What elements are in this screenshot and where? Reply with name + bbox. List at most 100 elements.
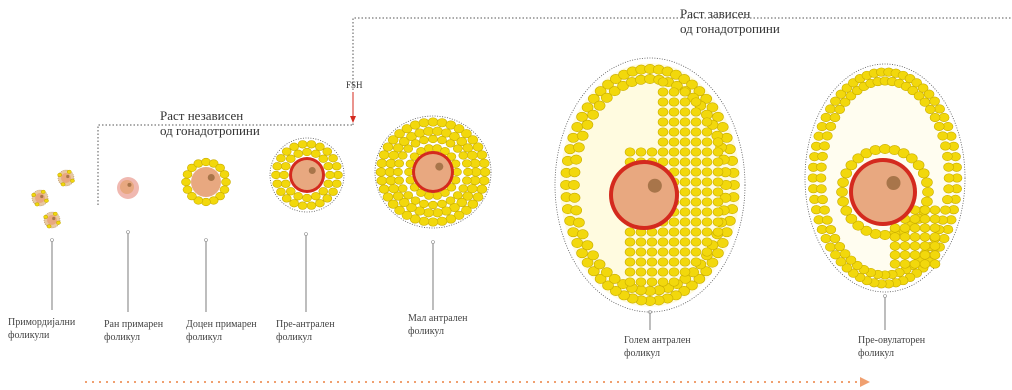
granulosa-cell	[479, 159, 489, 168]
granulosa-cell	[298, 202, 307, 210]
granulosa-cell	[647, 248, 657, 257]
granulosa-cell	[625, 268, 635, 277]
oocyte-nucleus	[208, 174, 215, 181]
granulosa-cell	[702, 168, 712, 177]
granulosa-cell	[329, 188, 338, 196]
granulosa-cell	[70, 179, 74, 182]
granulosa-cell	[428, 218, 438, 227]
granulosa-cell	[691, 118, 701, 127]
granulosa-cell	[411, 140, 420, 148]
stage-label-large-antral: Голем антрален фоликул	[624, 334, 691, 360]
granulosa-cell	[281, 180, 290, 188]
preovulatory-follicle	[805, 64, 965, 292]
granulosa-cell	[669, 238, 679, 247]
granulosa-cell	[944, 185, 954, 194]
granulosa-cell	[61, 183, 65, 186]
granulosa-cell	[920, 260, 930, 269]
granulosa-cell	[818, 195, 828, 204]
granulosa-cell	[428, 118, 438, 127]
primordial-follicle	[32, 190, 49, 206]
granulosa-cell	[647, 258, 657, 267]
granulosa-cell	[830, 113, 840, 122]
granulosa-cell	[658, 278, 668, 287]
granulosa-cell	[826, 225, 836, 234]
granulosa-cell	[920, 224, 930, 233]
granulosa-cell	[183, 186, 192, 194]
granulosa-cell	[467, 151, 477, 160]
granulosa-cell	[280, 171, 289, 179]
granulosa-cell	[658, 148, 668, 157]
granulosa-cell	[377, 159, 387, 168]
granulosa-cell	[479, 176, 489, 185]
granulosa-cell	[473, 143, 483, 152]
granulosa-cell	[276, 154, 285, 162]
granulosa-cell	[286, 155, 295, 163]
granulosa-cell	[658, 138, 668, 147]
granulosa-cell	[669, 158, 679, 167]
granulosa-cell	[294, 150, 303, 158]
granulosa-cell	[573, 143, 584, 152]
granulosa-cell	[332, 162, 341, 170]
granulosa-cell	[880, 144, 891, 153]
granulosa-cell	[569, 193, 580, 202]
granulosa-cell	[41, 190, 45, 193]
granulosa-cell	[939, 234, 949, 243]
granulosa-cell	[290, 143, 299, 151]
granulosa-cell	[35, 203, 39, 206]
granulosa-cell	[939, 113, 949, 122]
granulosa-cell	[669, 268, 679, 277]
granulosa-cell	[446, 140, 455, 148]
granulosa-cell	[890, 260, 900, 269]
granulosa-cell	[669, 98, 679, 107]
granulosa-cell	[383, 193, 393, 202]
granulosa-cell	[940, 206, 950, 215]
granulosa-cell	[636, 238, 646, 247]
granulosa-cell	[453, 192, 462, 200]
granulosa-cell	[272, 171, 281, 179]
stage-label-small-antral: Мал антрален фоликул	[408, 312, 468, 338]
granulosa-cell	[934, 122, 944, 130]
granulosa-cell	[713, 208, 723, 217]
granulosa-cell	[691, 158, 701, 167]
granulosa-cell	[636, 248, 646, 257]
stage-label-preovulatory: Пре-овулаторен фоликул	[858, 334, 925, 360]
granulosa-cell	[691, 128, 701, 137]
granulosa-cell	[930, 113, 940, 122]
granulosa-cell	[930, 97, 940, 106]
granulosa-cell	[588, 110, 599, 119]
granulosa-cell	[572, 122, 583, 131]
granulosa-cell	[835, 242, 845, 251]
granulosa-cell	[658, 108, 668, 117]
granulosa-cell	[900, 233, 910, 242]
granulosa-cell	[464, 168, 473, 176]
granulosa-cell	[462, 177, 471, 185]
granulosa-cell	[53, 212, 57, 215]
granulosa-cell	[830, 251, 840, 260]
granulosa-cell	[222, 178, 231, 186]
granulosa-cell	[930, 242, 940, 251]
granulosa-cell	[625, 248, 635, 257]
stage-label-early-primary: Ран примарен фоликул	[104, 318, 163, 344]
timeline-arrow	[85, 377, 870, 387]
granulosa-cell	[432, 209, 442, 218]
granulosa-cell	[625, 148, 635, 157]
granulosa-cell	[900, 260, 910, 269]
granulosa-cell	[625, 228, 635, 237]
granulosa-cell	[841, 206, 852, 215]
small-antral-follicle	[375, 116, 491, 228]
granulosa-cell	[446, 197, 455, 205]
oocyte	[415, 154, 451, 190]
granulosa-cell	[453, 145, 462, 153]
late-primary-follicle	[182, 158, 231, 206]
granulosa-cell	[820, 142, 830, 151]
granulosa-cell	[323, 148, 332, 156]
granulosa-cell	[571, 155, 582, 164]
granulosa-cell	[920, 242, 930, 251]
granulosa-cell	[669, 148, 679, 157]
granulosa-cell	[821, 113, 831, 122]
granulosa-cell	[900, 224, 910, 233]
connector-dot	[432, 241, 435, 244]
granulosa-cell	[286, 187, 295, 195]
oocyte	[613, 164, 675, 226]
granulosa-cell	[636, 278, 646, 287]
